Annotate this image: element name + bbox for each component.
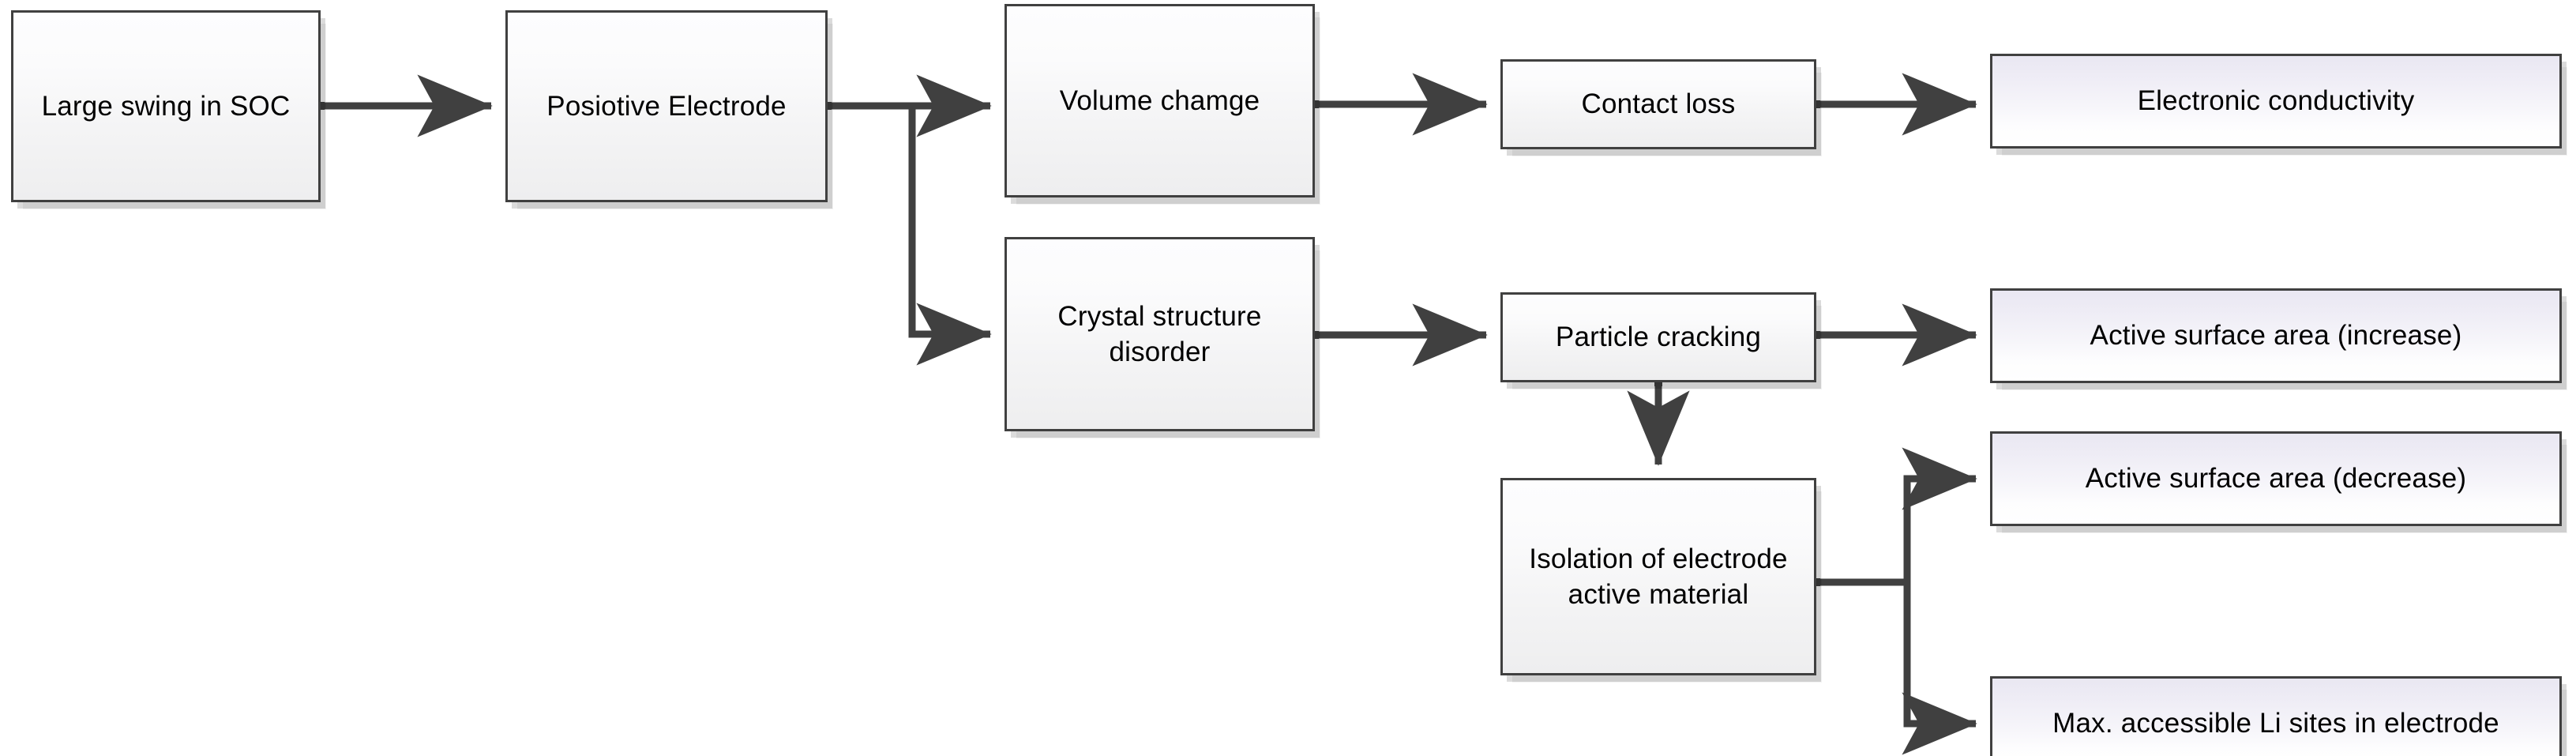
- node-max-accessible-li-sites-in-electrode[interactable]: Max. accessible Li sites in electrode: [1990, 676, 2562, 756]
- node-label: Contact loss: [1581, 88, 1736, 120]
- node-active-surface-area-decrease[interactable]: Active surface area (decrease): [1990, 431, 2562, 526]
- node-electronic-conductivity[interactable]: Electronic conductivity: [1990, 54, 2562, 149]
- node-active-surface-area-increase[interactable]: Active surface area (increase): [1990, 288, 2562, 383]
- node-label: Active surface area (decrease): [2085, 463, 2467, 495]
- node-large-swing-in-soc[interactable]: Large swing in SOC: [11, 10, 321, 202]
- edge-isolation-to-li-sites: [1816, 578, 1977, 755]
- node-particle-cracking[interactable]: Particle cracking: [1500, 292, 1816, 382]
- edge-isolation-to-surface-decrease: [1816, 447, 1977, 586]
- node-label: Max. accessible Li sites in electrode: [2052, 708, 2499, 739]
- node-label: Large swing in SOC: [41, 90, 291, 122]
- node-label: Active surface area (increase): [2090, 320, 2462, 352]
- node-positive-electrode[interactable]: Posiotive Electrode: [505, 10, 828, 202]
- node-label: Crystal structure disorder: [1057, 300, 1262, 368]
- node-label: Electronic conductivity: [2137, 85, 2415, 117]
- node-label: Posiotive Electrode: [546, 90, 787, 122]
- node-crystal-structure-disorder[interactable]: Crystal structure disorder: [1004, 237, 1315, 431]
- node-label: Volume chamge: [1059, 85, 1260, 116]
- node-label: Isolation of electrode active material: [1529, 543, 1788, 611]
- node-label: Particle cracking: [1555, 322, 1762, 353]
- node-isolation-of-electrode-active-material[interactable]: Isolation of electrode active material: [1500, 478, 1816, 675]
- edge-positive-electrode-to-crystal-disorder: [908, 106, 992, 366]
- node-contact-loss[interactable]: Contact loss: [1500, 59, 1816, 149]
- node-volume-change[interactable]: Volume chamge: [1004, 4, 1315, 197]
